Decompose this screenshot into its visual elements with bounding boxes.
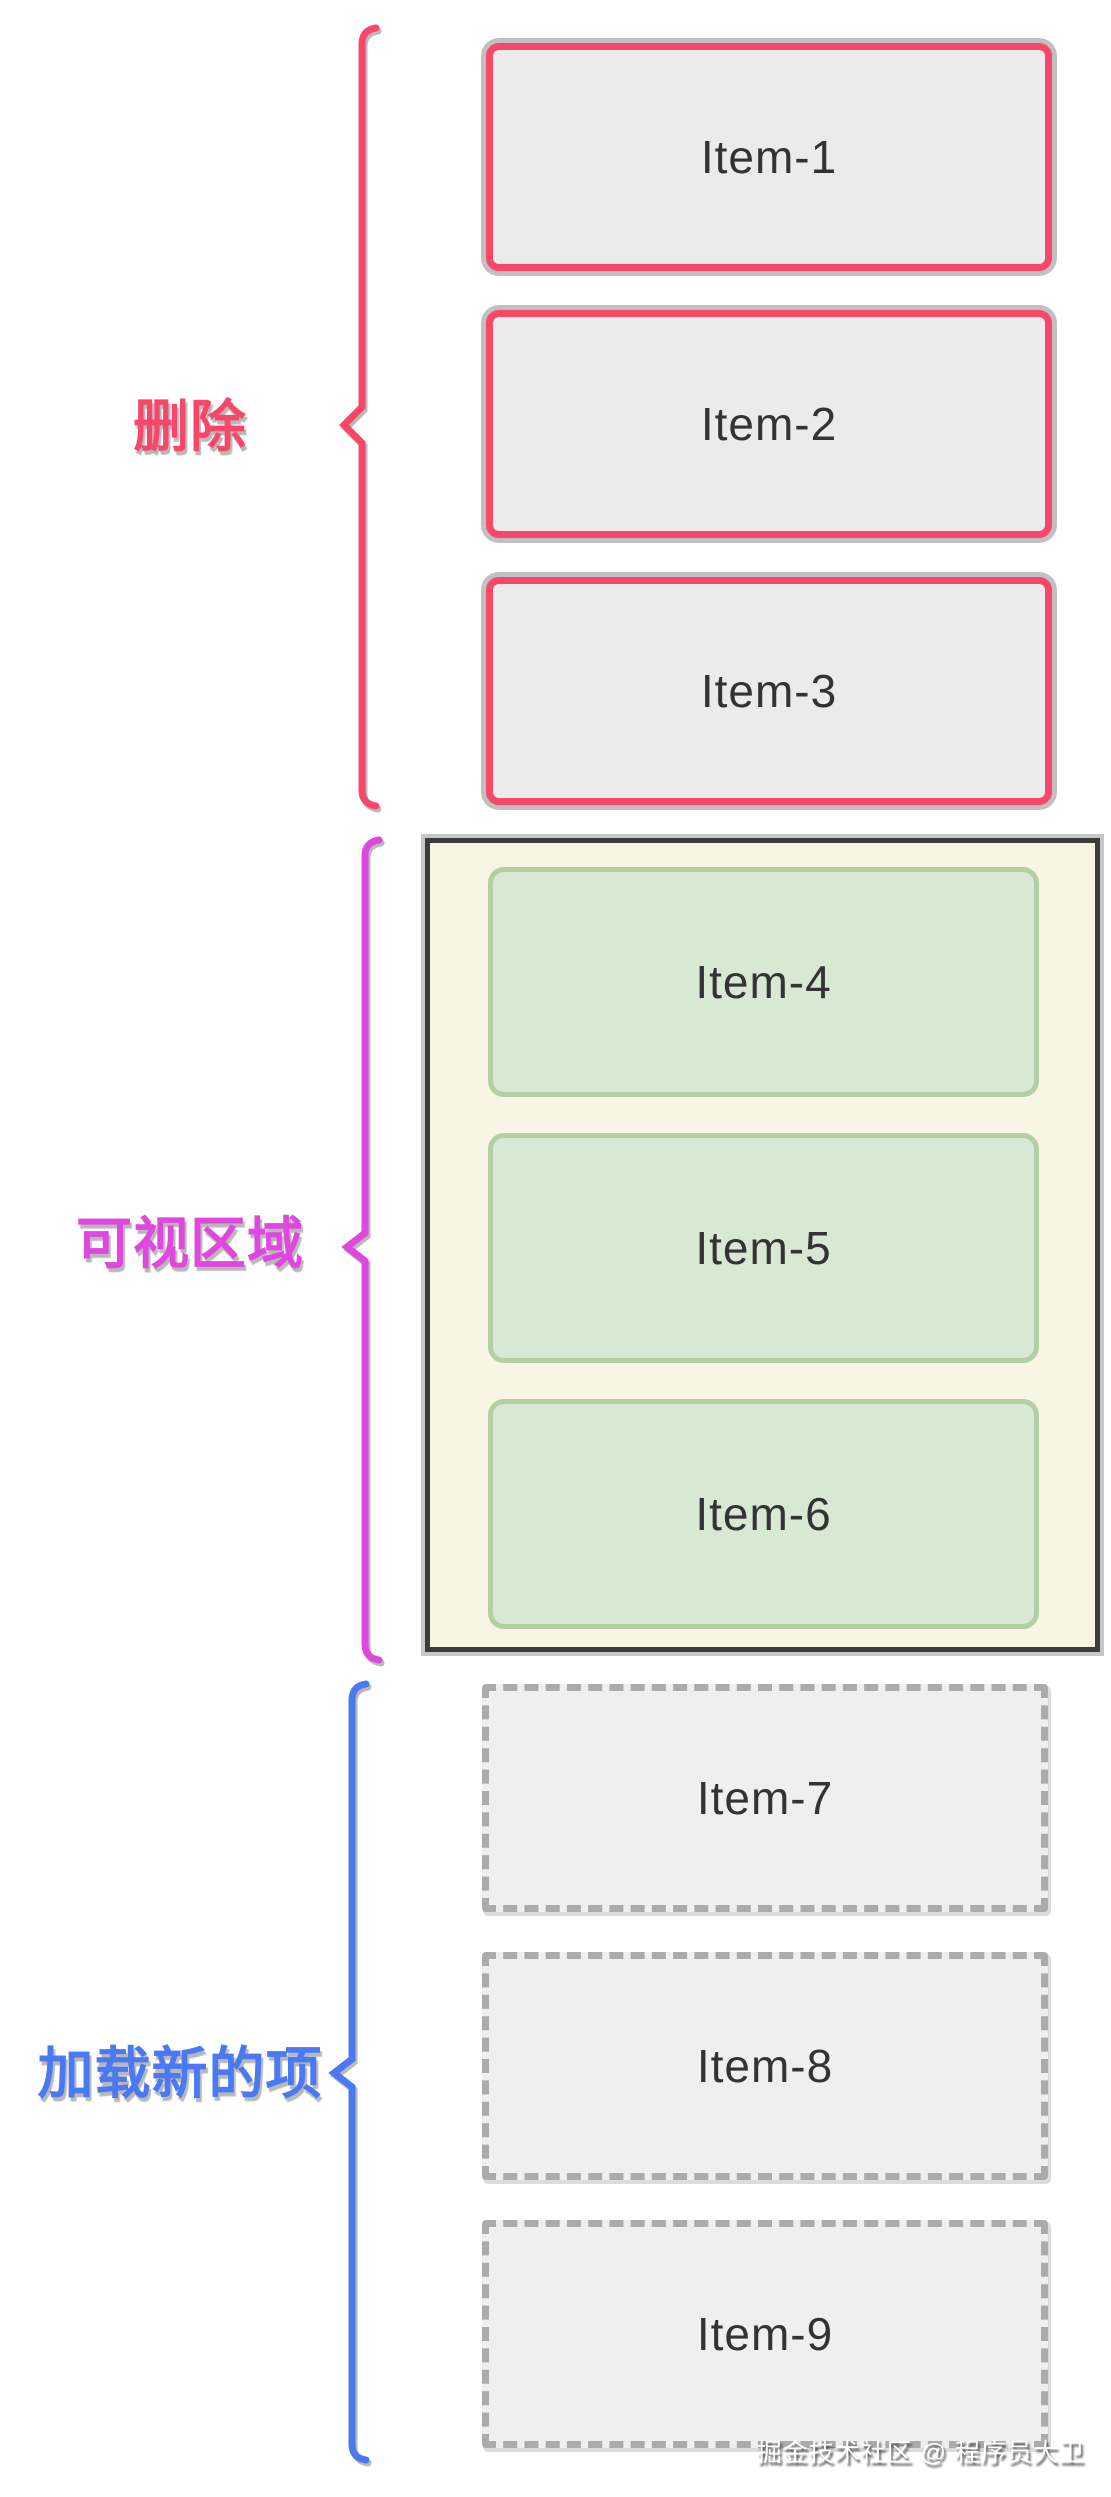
item-4: Item-4 — [488, 867, 1039, 1097]
item-label: Item-7 — [696, 1772, 834, 1824]
delete-item-group: Item-1 Item-2 Item-3 — [486, 43, 1052, 805]
item-label: Item-3 — [700, 665, 838, 717]
brace-load-new-icon — [326, 1680, 370, 2464]
item-3: Item-3 — [486, 577, 1052, 805]
item-label: Item-6 — [695, 1488, 832, 1540]
item-label: Item-4 — [695, 956, 832, 1008]
visible-area-container: Item-4 Item-5 Item-6 — [425, 838, 1100, 1652]
item-9: Item-9 — [482, 2220, 1048, 2448]
section-label-visible-area: 可视区域 — [76, 1212, 304, 1275]
item-label: Item-1 — [700, 131, 838, 183]
item-label: Item-9 — [696, 2308, 834, 2360]
section-label-load-new: 加载新的项 — [37, 2042, 323, 2105]
load-new-item-group: Item-7 Item-8 Item-9 — [482, 1684, 1048, 2448]
item-6: Item-6 — [488, 1399, 1039, 1629]
item-2: Item-2 — [486, 310, 1052, 538]
item-label: Item-5 — [695, 1222, 832, 1274]
item-label: Item-2 — [700, 398, 838, 450]
item-1: Item-1 — [486, 43, 1052, 271]
item-7: Item-7 — [482, 1684, 1048, 1912]
watermark: 掘金技术社区 @ 程序员大卫 — [756, 2439, 1085, 2467]
item-5: Item-5 — [488, 1133, 1039, 1363]
section-label-delete: 删除 — [133, 395, 247, 458]
brace-visible-area-icon — [339, 836, 383, 1664]
brace-delete-icon — [336, 24, 380, 810]
item-8: Item-8 — [482, 1952, 1048, 2180]
item-label: Item-8 — [696, 2040, 834, 2092]
